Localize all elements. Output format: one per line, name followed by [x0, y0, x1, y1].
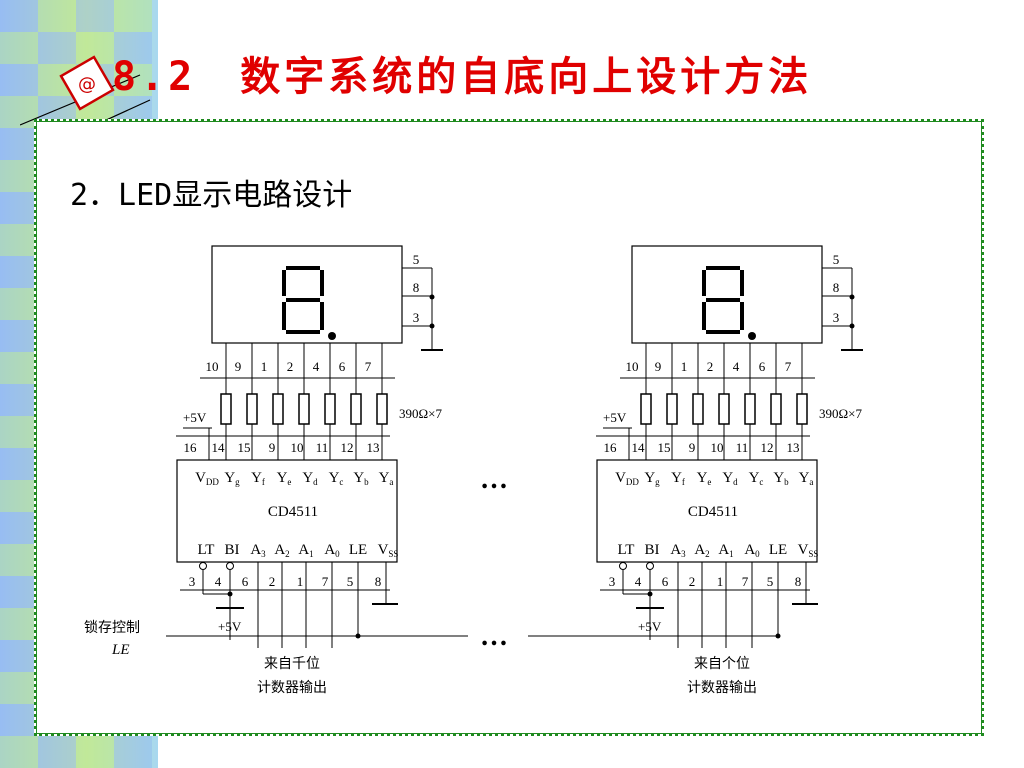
bar-cell — [76, 0, 114, 32]
bar-cell — [0, 192, 38, 224]
bar-cell — [0, 384, 38, 416]
bar-cell — [0, 544, 38, 576]
bar-cell — [38, 0, 76, 32]
bar-cell — [0, 672, 38, 704]
bar-cell — [114, 64, 152, 96]
bar-cell — [114, 736, 152, 768]
bar-cell — [0, 288, 38, 320]
bar-cell — [0, 224, 38, 256]
bar-cell — [0, 0, 38, 32]
bar-cell — [114, 32, 152, 64]
bar-cell — [0, 256, 38, 288]
bar-cell — [76, 736, 114, 768]
bar-cell — [0, 736, 38, 768]
bar-cell — [0, 96, 38, 128]
bar-cell — [0, 448, 38, 480]
bar-cell — [0, 352, 38, 384]
bar-cell — [0, 608, 38, 640]
bar-cell — [38, 32, 76, 64]
bar-cell — [114, 0, 152, 32]
page-title: 8.2 数字系统的自底向上设计方法 — [112, 54, 813, 100]
at-badge-text: @ — [78, 74, 96, 95]
bar-cell — [0, 32, 38, 64]
bar-cell — [0, 320, 38, 352]
bar-cell — [0, 640, 38, 672]
bar-cell — [0, 128, 38, 160]
section-subtitle: 2．LED显示电路设计 — [70, 178, 353, 213]
bar-cell — [0, 416, 38, 448]
bar-cell — [38, 736, 76, 768]
at-badge: @ — [20, 55, 151, 149]
bar-cell — [0, 160, 38, 192]
bar-cell — [0, 480, 38, 512]
bar-cell — [0, 512, 38, 544]
bar-cell — [0, 576, 38, 608]
bar-cell — [0, 64, 38, 96]
bar-cell — [0, 704, 38, 736]
